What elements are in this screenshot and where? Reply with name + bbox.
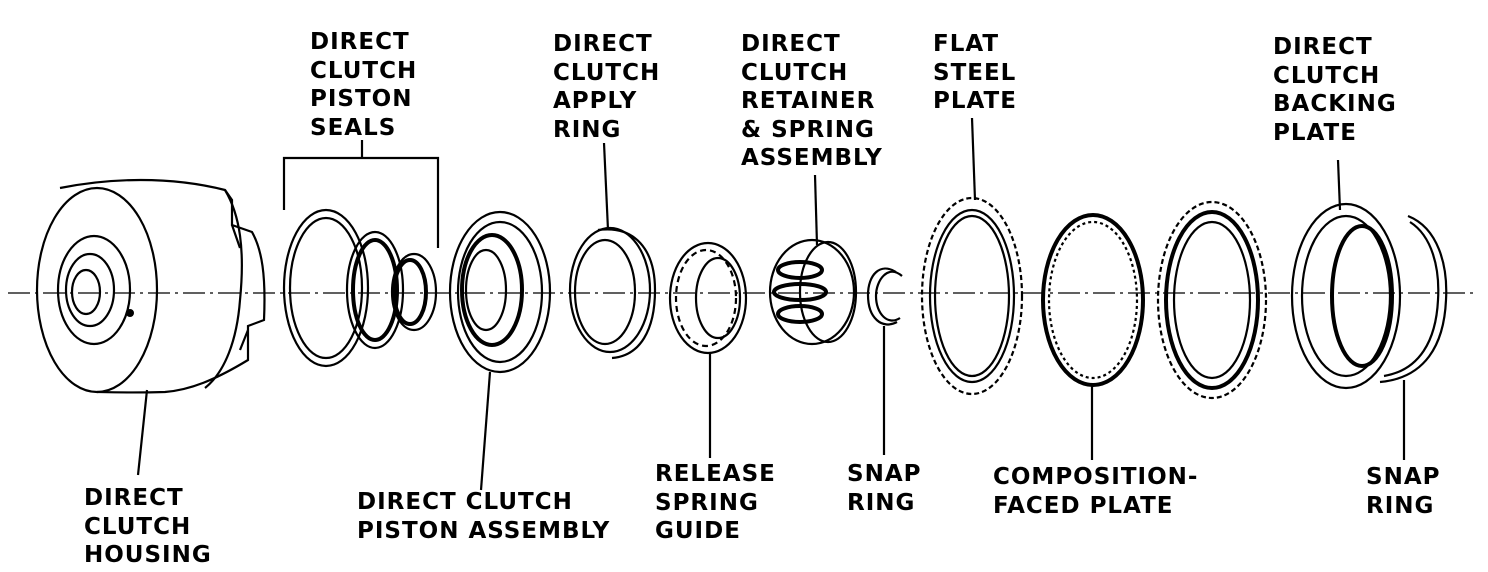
label-flat-steel-plate: FLAT STEEL PLATE bbox=[933, 31, 1017, 114]
snap-ring-2-drawing bbox=[1379, 214, 1448, 460]
release-spring-guide-drawing bbox=[668, 241, 748, 458]
composition-plate-drawing bbox=[1041, 213, 1145, 460]
label-release-spring-guide: RELEASE SPRING GUIDE bbox=[655, 461, 776, 544]
clutch-housing-drawing bbox=[35, 178, 266, 476]
piston-seals-drawing bbox=[282, 140, 440, 368]
label-direct-clutch-housing: DIRECT CLUTCH HOUSING bbox=[84, 485, 212, 568]
label-direct-clutch-backing-plate: DIRECT CLUTCH BACKING PLATE bbox=[1273, 34, 1397, 146]
label-snap-ring-1: SNAP RING bbox=[847, 461, 922, 516]
backing-plate-drawing bbox=[1290, 159, 1402, 390]
clutch-plate-2-drawing bbox=[1156, 200, 1268, 400]
label-direct-clutch-piston-assembly: DIRECT CLUTCH PISTON ASSEMBLY bbox=[357, 489, 611, 544]
flat-steel-plate-drawing bbox=[920, 117, 1024, 396]
label-direct-clutch-retainer-spring-assembly: DIRECT CLUTCH RETAINER & SPRING ASSEMBLY bbox=[741, 31, 883, 171]
label-direct-clutch-apply-ring: DIRECT CLUTCH APPLY RING bbox=[553, 31, 661, 143]
label-direct-clutch-piston-seals: DIRECT CLUTCH PISTON SEALS bbox=[310, 29, 418, 141]
snap-ring-1-drawing bbox=[866, 267, 903, 455]
retainer-spring-drawing bbox=[768, 174, 858, 346]
piston-assembly-drawing bbox=[448, 210, 552, 491]
label-snap-ring-2: SNAP RING bbox=[1366, 464, 1441, 519]
label-composition-faced-plate: COMPOSITION- FACED PLATE bbox=[993, 464, 1199, 519]
apply-ring-drawing bbox=[568, 142, 657, 360]
